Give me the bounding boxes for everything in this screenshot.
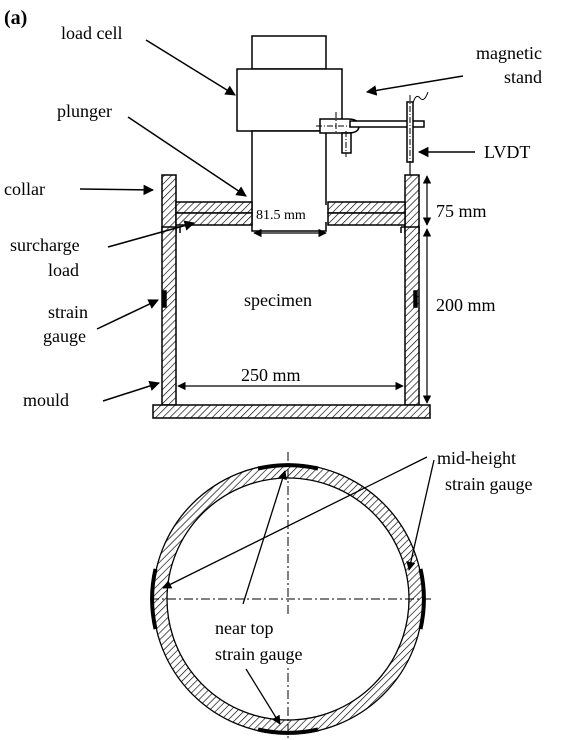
- load-cell-top: [251, 35, 327, 70]
- label-mould: mould: [23, 390, 69, 410]
- surcharge-right-bottom: [327, 212, 406, 226]
- dim-collar-height: 75 mm: [436, 201, 487, 221]
- label-stand: stand: [504, 67, 542, 87]
- label-plunger: plunger: [57, 101, 112, 121]
- dimension-labels: 81.5 mm 75 mm 200 mm 250 mm: [241, 201, 496, 385]
- magnetic-stand: [316, 112, 425, 157]
- side-view: [152, 35, 431, 419]
- strain-gauge-right: [413, 290, 418, 308]
- plan-view-leaders: [162, 456, 435, 725]
- strain-gauge-left: [162, 290, 167, 308]
- surcharge-left-top: [175, 201, 253, 214]
- label-mid-height: mid-height: [437, 448, 516, 468]
- label-load: load: [48, 260, 79, 280]
- label-magnetic: magnetic: [476, 43, 542, 63]
- dim-plunger-width: 81.5 mm: [256, 208, 306, 223]
- label-lvdt: LVDT: [484, 142, 530, 162]
- label-specimen: specimen: [244, 290, 312, 310]
- label-mid-strain-gauge: strain gauge: [445, 474, 532, 494]
- label-collar: collar: [4, 179, 45, 199]
- surcharge-left-bottom: [175, 212, 253, 226]
- gauge-left: [150, 568, 158, 630]
- collar-left: [161, 174, 177, 234]
- panel-label: (a): [4, 7, 27, 29]
- side-view-labels: load cell magnetic stand plunger LVDT co…: [4, 23, 542, 410]
- plan-view-labels: mid-height strain gauge near top strain …: [212, 448, 532, 668]
- base-plate: [152, 404, 431, 419]
- collar-right: [404, 174, 420, 234]
- label-strain: strain: [48, 302, 88, 322]
- dim-mould-height: 200 mm: [436, 295, 496, 315]
- leader-arrows: [79, 39, 475, 402]
- label-surcharge: surcharge: [10, 235, 80, 255]
- dim-mould-diameter: 250 mm: [241, 365, 301, 385]
- mould-right: [404, 226, 420, 406]
- dimension-lines: [177, 175, 432, 404]
- mould-left: [161, 226, 177, 406]
- gauge-bottom: [257, 727, 319, 735]
- label-near-top: near top: [215, 618, 273, 638]
- gauge-right: [418, 568, 426, 630]
- lvdt: [406, 91, 429, 176]
- label-gauge: gauge: [43, 326, 86, 346]
- plan-view: [150, 452, 432, 740]
- gauge-top: [257, 463, 319, 471]
- surcharge-right-top: [327, 201, 406, 214]
- label-load-cell: load cell: [61, 23, 122, 43]
- label-near-strain-gauge: strain gauge: [215, 644, 302, 664]
